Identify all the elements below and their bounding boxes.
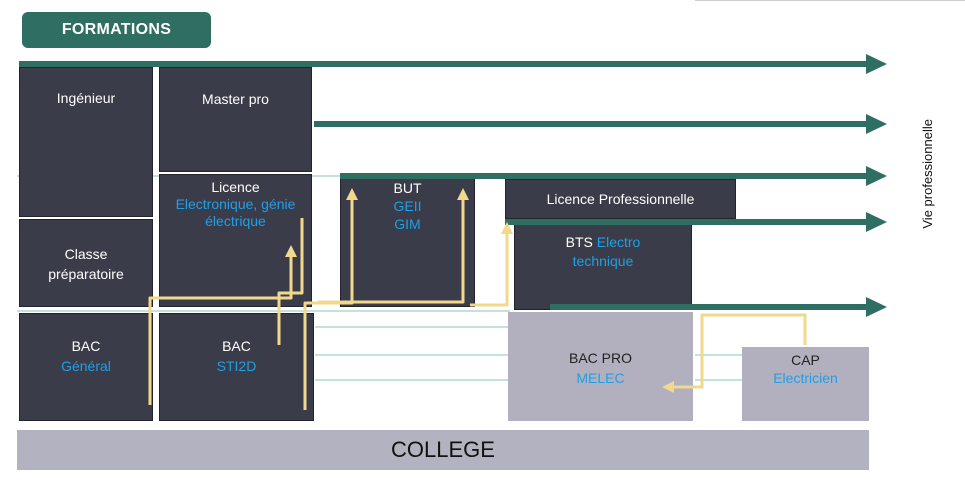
- cap-title: CAP: [791, 352, 820, 368]
- licence-subtitle: Electronique, génie électrique: [175, 196, 296, 229]
- bac-pro-title: BAC PRO: [568, 350, 632, 366]
- licence-title: Licence: [211, 179, 260, 195]
- bac-pro-box: BAC PRO MELEC: [508, 312, 693, 421]
- bac-sti2d-subtitle: STI2D: [216, 358, 257, 374]
- ingenieur-box: Ingénieur: [19, 67, 153, 217]
- formations-badge: FORMATIONS: [22, 12, 211, 48]
- master-title: Master pro: [202, 91, 269, 107]
- bac-general-title: BAC: [71, 338, 101, 354]
- licence-pro-title: Licence Professionnelle: [546, 191, 695, 207]
- bts-title: BTS: [565, 234, 593, 250]
- college-bar: COLLEGE: [17, 430, 869, 470]
- cap-subtitle: Electricien: [773, 370, 838, 386]
- master-box: Master pro: [159, 67, 312, 172]
- classe-prepa-title: Classe préparatoire: [48, 246, 124, 282]
- bac-general-box: BAC Général: [19, 313, 153, 421]
- but-title: BUT: [393, 180, 422, 196]
- licence-box: Licence Electronique, génie électrique: [159, 174, 312, 307]
- bac-sti2d-title: BAC: [222, 338, 251, 354]
- bac-sti2d-box: BAC STI2D: [159, 313, 314, 421]
- but-box: BUT GEII GIM: [340, 178, 475, 307]
- top-divider: [695, 0, 965, 1]
- but-geii: GEII: [393, 198, 422, 214]
- bac-pro-subtitle: MELEC: [576, 370, 625, 386]
- bac-general-subtitle: Général: [61, 358, 111, 374]
- but-gim: GIM: [394, 216, 421, 232]
- licence-pro-box: Licence Professionnelle: [505, 179, 736, 219]
- cap-box: CAP Electricien: [742, 347, 869, 421]
- ingenieur-title: Ingénieur: [56, 90, 116, 106]
- bts-subtitle-a: Electro: [596, 234, 641, 250]
- bts-subtitle-b: technique: [572, 253, 634, 269]
- classe-prepa-box: Classe préparatoire: [19, 219, 153, 307]
